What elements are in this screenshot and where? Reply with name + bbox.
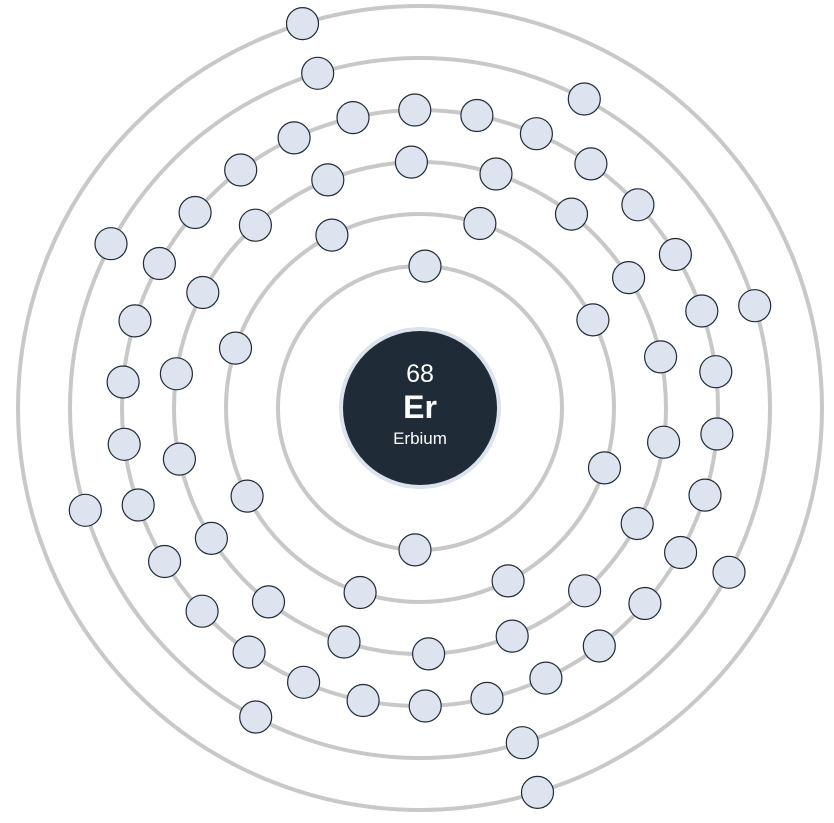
electron — [408, 689, 442, 723]
electron — [663, 535, 698, 570]
electron — [186, 275, 220, 310]
electron — [646, 425, 681, 459]
electron — [178, 195, 212, 230]
electron — [628, 586, 662, 621]
electron — [519, 117, 554, 151]
electron — [194, 521, 228, 556]
electron — [232, 635, 266, 669]
electron — [315, 218, 349, 252]
electron — [142, 246, 176, 281]
electron — [346, 683, 380, 718]
electron — [620, 506, 654, 541]
electron — [118, 304, 152, 338]
electron — [311, 163, 345, 197]
electron — [491, 564, 525, 598]
element-name: Erbium — [393, 429, 447, 448]
electron — [738, 289, 772, 323]
electron — [529, 661, 563, 695]
electron — [567, 82, 601, 116]
electron — [162, 442, 196, 476]
electron — [218, 331, 253, 365]
electron — [239, 700, 273, 734]
orbit-shell-5 — [68, 56, 772, 760]
electron — [185, 594, 219, 628]
electron — [121, 488, 155, 522]
nucleus-circle — [339, 327, 501, 489]
electron — [505, 726, 539, 760]
electron — [587, 451, 622, 485]
electron — [287, 665, 321, 699]
electron — [224, 153, 258, 187]
electron — [106, 365, 140, 399]
electron — [621, 188, 655, 222]
electron — [643, 340, 678, 374]
electron — [460, 98, 494, 133]
electron — [94, 227, 128, 261]
nucleus: 68 Er Erbium — [339, 327, 501, 489]
electron — [495, 619, 529, 653]
electron — [398, 93, 432, 127]
atomic-number: 68 — [406, 360, 434, 388]
electron — [107, 427, 141, 461]
electron — [394, 145, 428, 179]
electron — [327, 625, 361, 659]
electron — [479, 157, 513, 191]
electrons — [68, 7, 772, 810]
electron — [412, 637, 446, 671]
electron — [251, 585, 286, 619]
electron — [700, 417, 734, 451]
electron — [301, 56, 335, 90]
electron — [148, 544, 182, 579]
element-symbol: Er — [403, 389, 437, 425]
orbit-shell-2 — [224, 212, 616, 604]
electron — [463, 206, 497, 241]
electron — [230, 479, 264, 513]
electron — [285, 7, 320, 41]
electron — [658, 237, 693, 272]
electron — [238, 208, 272, 242]
electron — [688, 478, 722, 512]
electron — [582, 629, 616, 663]
orbit-shell-6 — [16, 4, 824, 812]
electron — [398, 533, 432, 567]
electron — [408, 249, 442, 283]
electron — [343, 575, 377, 610]
electron — [554, 197, 589, 231]
electron — [576, 303, 610, 337]
electron — [712, 555, 746, 589]
electron — [567, 574, 602, 608]
electron — [68, 493, 102, 527]
electron — [699, 355, 733, 389]
electron — [574, 147, 608, 181]
electron — [470, 681, 504, 716]
electron — [685, 294, 719, 328]
electron — [336, 100, 370, 135]
electron — [159, 357, 193, 391]
electron — [611, 261, 646, 295]
electron — [277, 121, 311, 155]
electron — [520, 775, 555, 810]
